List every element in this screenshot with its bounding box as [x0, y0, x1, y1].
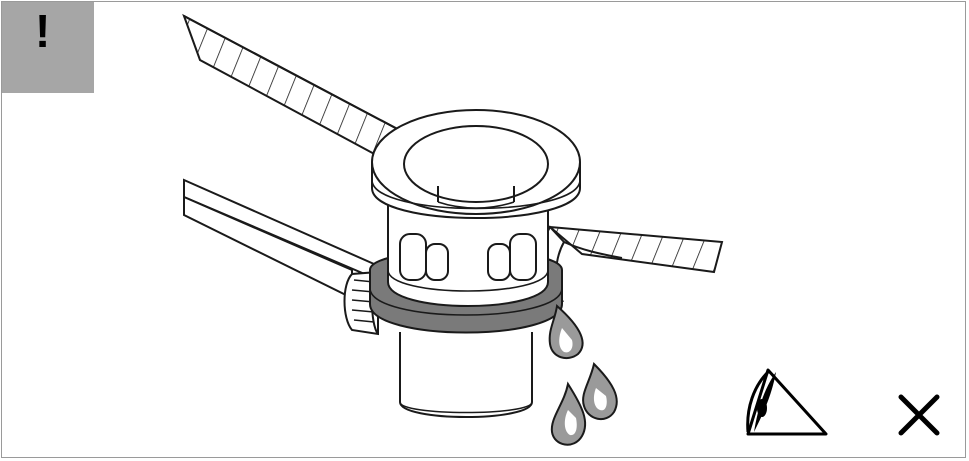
eye-triangle-icon — [746, 368, 828, 436]
insert-slot — [425, 243, 449, 281]
exclamation-icon: ! — [35, 5, 51, 57]
insert-slot — [399, 233, 427, 281]
cross-icon — [898, 394, 940, 436]
waste-body — [399, 332, 533, 418]
drain-flange — [371, 109, 581, 219]
drop-highlight — [593, 388, 607, 411]
drop-highlight — [564, 410, 577, 436]
basin-section-right — [540, 225, 724, 303]
warning-badge: ! — [2, 2, 94, 93]
drain-rod — [183, 178, 375, 300]
water-drops — [548, 304, 618, 446]
drain-insert — [387, 201, 549, 307]
water-drop — [548, 304, 584, 360]
drop-highlight — [559, 328, 573, 353]
insert-slot — [509, 233, 537, 281]
insert-slot — [487, 243, 511, 281]
